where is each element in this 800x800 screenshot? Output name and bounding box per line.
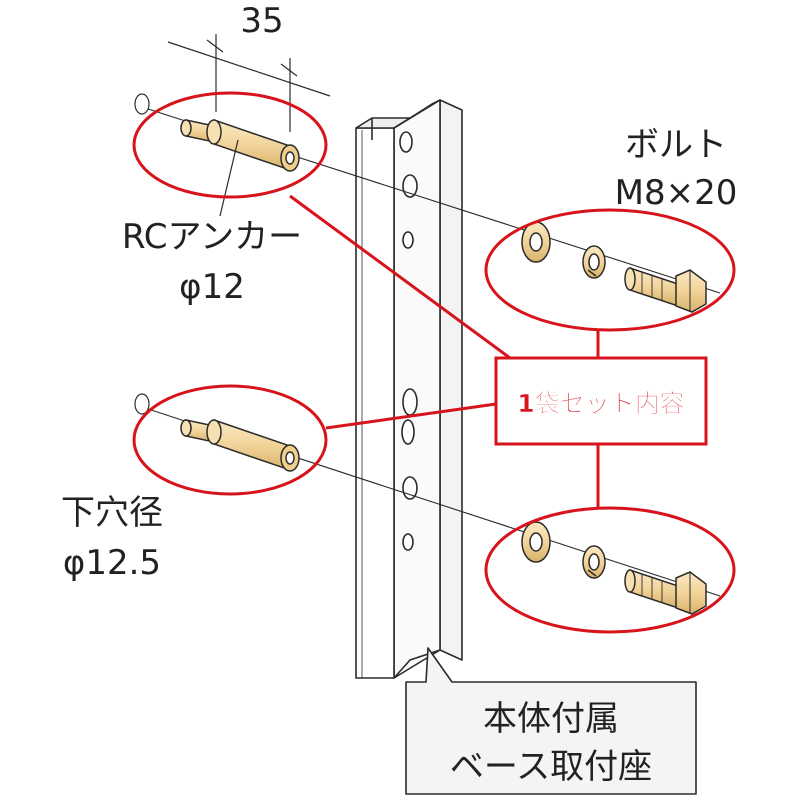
steel-channel-icon xyxy=(355,99,463,679)
dimension-35 xyxy=(167,34,331,132)
anchor-leader xyxy=(219,139,239,217)
highlight-ellipse-upper-bolt xyxy=(484,208,736,332)
hole-diameter: φ12.5 xyxy=(63,543,161,583)
base-callout-line1: 本体付属 xyxy=(483,699,619,739)
spring-washer-icon xyxy=(582,545,606,579)
anchor-name: RCアンカー xyxy=(122,217,302,257)
rc-anchor-icon xyxy=(180,118,300,172)
hex-bolt-icon xyxy=(624,266,707,313)
highlight-ellipse-upper-anchor xyxy=(132,91,328,199)
bolt-name: ボルト xyxy=(625,125,727,165)
washer-icon xyxy=(521,221,551,263)
spring-washer-icon xyxy=(582,245,606,279)
base-callout-line2: ベース取付座 xyxy=(450,747,652,787)
wall-hole-markers xyxy=(134,93,150,415)
set-connectors xyxy=(289,194,600,508)
base-callout xyxy=(405,647,697,795)
washer-icon xyxy=(521,521,551,563)
bolt-spec: M8×20 xyxy=(615,173,738,213)
hole-name: 下穴径 xyxy=(61,493,163,533)
set-contents-box xyxy=(494,356,708,446)
dimension-label: 35 xyxy=(240,1,283,41)
hex-bolt-icon xyxy=(624,568,707,615)
set-contents-label: 1袋セット内容 xyxy=(517,389,684,418)
highlight-ellipse-lower-bolt xyxy=(484,506,736,634)
highlight-ellipse-lower-anchor xyxy=(132,384,328,496)
rc-anchor-icon xyxy=(180,418,300,472)
anchor-diameter: φ12 xyxy=(179,267,245,307)
